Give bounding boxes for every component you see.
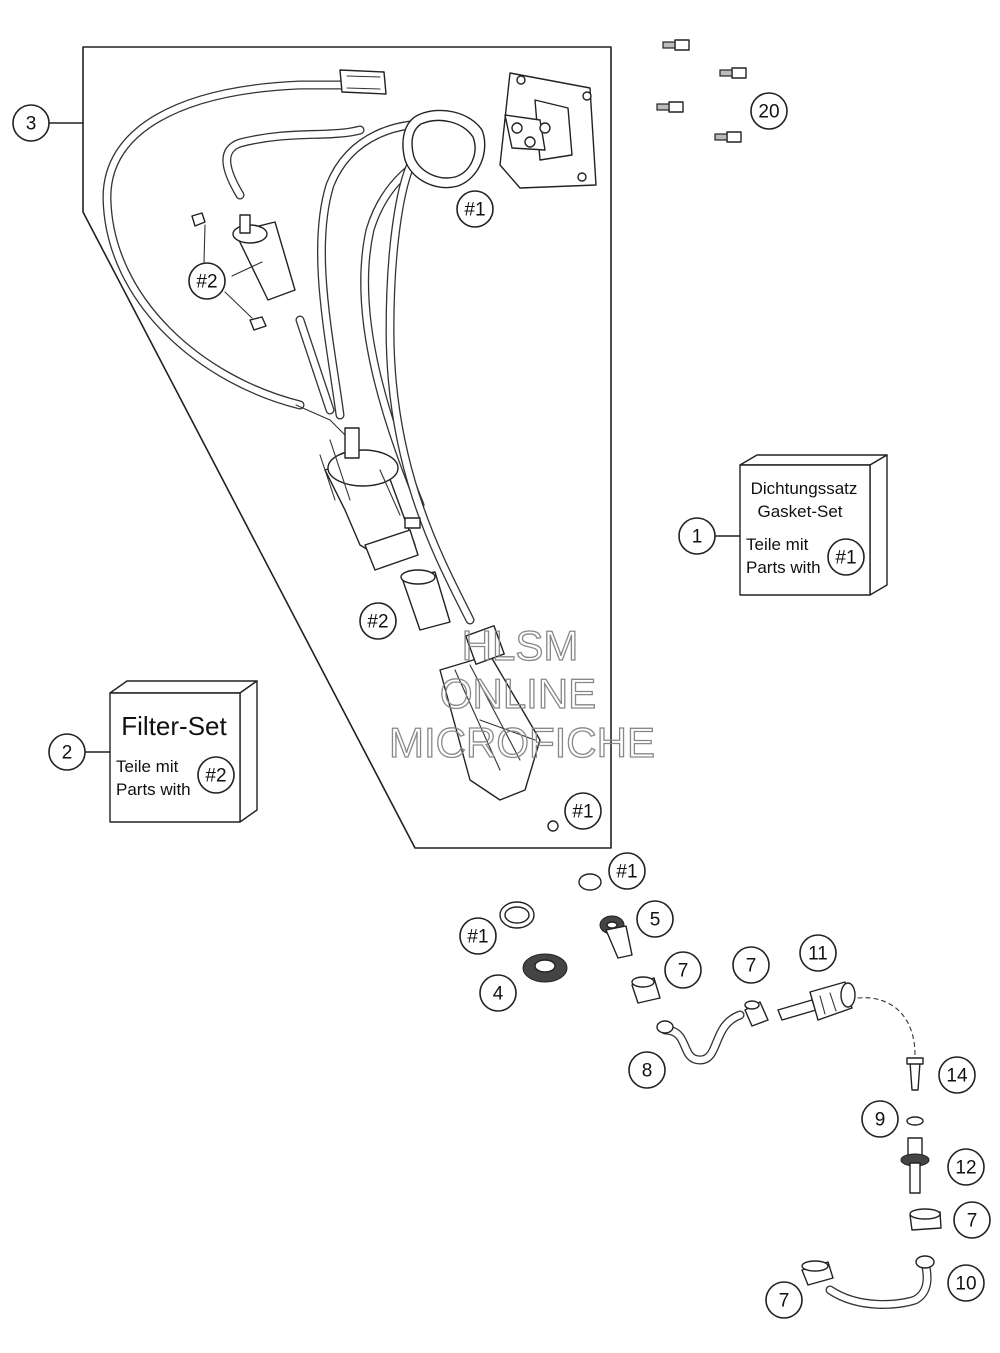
filter-ring xyxy=(400,569,451,631)
callout-14: 14 xyxy=(938,1056,976,1094)
gasket-box-parts-en: Parts with xyxy=(746,558,821,577)
callout-11: 11 xyxy=(799,934,837,972)
svg-text:14: 14 xyxy=(946,1066,968,1087)
callout-9: 9 xyxy=(861,1100,899,1138)
svg-text:#1: #1 xyxy=(616,862,637,883)
hoses-cables xyxy=(102,80,475,625)
flange-gasket xyxy=(402,109,486,189)
pump-housing xyxy=(439,625,541,801)
filter-set-box: Filter-Set Teile mit Parts with xyxy=(109,680,258,823)
clamp-7c xyxy=(909,1208,942,1231)
fitting-12 xyxy=(900,1137,930,1194)
clamp-7a xyxy=(631,976,661,1004)
svg-text:#2: #2 xyxy=(205,766,226,787)
callout-hash1-oring-a: #1 xyxy=(608,852,646,890)
filter-box-parts-en: Parts with xyxy=(116,780,191,799)
callout-10: 10 xyxy=(947,1264,985,1302)
gasket-box-title-en: Gasket-Set xyxy=(757,502,842,521)
filter-box-title: Filter-Set xyxy=(121,711,227,741)
grommet-4 xyxy=(522,953,568,983)
o-ring-a xyxy=(578,873,602,891)
svg-text:#2: #2 xyxy=(196,272,217,293)
callout-hash2-ring: #2 xyxy=(359,602,397,640)
svg-text:#1: #1 xyxy=(464,200,485,221)
svg-text:7: 7 xyxy=(779,1291,790,1312)
dashed-guide xyxy=(857,997,916,1056)
callout-7d: 7 xyxy=(765,1281,803,1319)
svg-text:11: 11 xyxy=(808,944,828,965)
filter-box-parts-de: Teile mit xyxy=(116,757,179,776)
gasket-box-parts-de: Teile mit xyxy=(746,535,809,554)
callout-1: 1 xyxy=(678,517,716,555)
pin-14 xyxy=(906,1057,924,1091)
svg-text:5: 5 xyxy=(650,910,661,931)
gasket-box-title-de: Dichtungssatz xyxy=(751,479,858,498)
watermark: HLSM ONLINE MICROFICHE xyxy=(388,621,655,766)
callout-7a: 7 xyxy=(664,951,702,989)
small-o-ring xyxy=(547,820,559,832)
callout-2: 2 xyxy=(48,733,86,771)
callout-7c: 7 xyxy=(953,1201,991,1239)
svg-text:7: 7 xyxy=(678,961,689,982)
svg-text:4: 4 xyxy=(493,984,504,1005)
callout-hash1-small: #1 xyxy=(564,792,602,830)
hose-10 xyxy=(825,1255,935,1309)
svg-text:2: 2 xyxy=(62,743,73,764)
svg-text:3: 3 xyxy=(26,114,37,135)
svg-text:9: 9 xyxy=(875,1110,886,1131)
fuel-pump-body xyxy=(319,427,421,571)
callout-7b: 7 xyxy=(732,946,770,984)
svg-text:20: 20 xyxy=(758,102,779,123)
svg-text:7: 7 xyxy=(746,956,757,977)
gasket-box-ref: #1 xyxy=(827,538,865,576)
electrical-connector xyxy=(339,69,387,95)
o-ring-9 xyxy=(906,1116,924,1126)
inline-filter xyxy=(191,212,296,331)
svg-text:#1: #1 xyxy=(467,927,488,948)
callout-20: 20 xyxy=(750,92,788,130)
fuel-pump-assembly-outline xyxy=(82,46,612,849)
watermark-line-2: ONLINE xyxy=(440,670,596,717)
clamp-7d xyxy=(801,1260,834,1286)
hose-8 xyxy=(656,1010,745,1065)
quick-connector-11 xyxy=(777,981,856,1021)
svg-text:10: 10 xyxy=(955,1274,976,1295)
callout-hash1-gasket: #1 xyxy=(456,190,494,228)
callout-hash2-filter: #2 xyxy=(188,262,226,300)
callout-3: 3 xyxy=(12,104,50,142)
bolts xyxy=(656,39,747,143)
pump-flange xyxy=(499,72,597,189)
svg-text:12: 12 xyxy=(955,1158,976,1179)
svg-text:1: 1 xyxy=(692,527,703,548)
gasket-set-box: Dichtungssatz Gasket-Set Teile mit Parts… xyxy=(739,454,888,596)
o-ring-b-inner xyxy=(504,906,530,924)
valve-5 xyxy=(599,915,633,959)
watermark-line-3: MICROFICHE xyxy=(389,719,655,766)
callout-hash1-oring-b: #1 xyxy=(459,917,497,955)
svg-text:#1: #1 xyxy=(572,802,593,823)
watermark-line-1: HLSM xyxy=(462,622,579,669)
callout-12: 12 xyxy=(947,1148,985,1186)
svg-text:#1: #1 xyxy=(835,548,856,569)
svg-text:#2: #2 xyxy=(367,612,388,633)
svg-text:8: 8 xyxy=(642,1061,653,1082)
clamp-7b xyxy=(744,1000,769,1027)
svg-text:7: 7 xyxy=(967,1211,978,1232)
callout-8: 8 xyxy=(628,1051,666,1089)
filter-box-ref: #2 xyxy=(197,756,235,794)
callout-5: 5 xyxy=(636,900,674,938)
callout-4: 4 xyxy=(479,974,517,1012)
